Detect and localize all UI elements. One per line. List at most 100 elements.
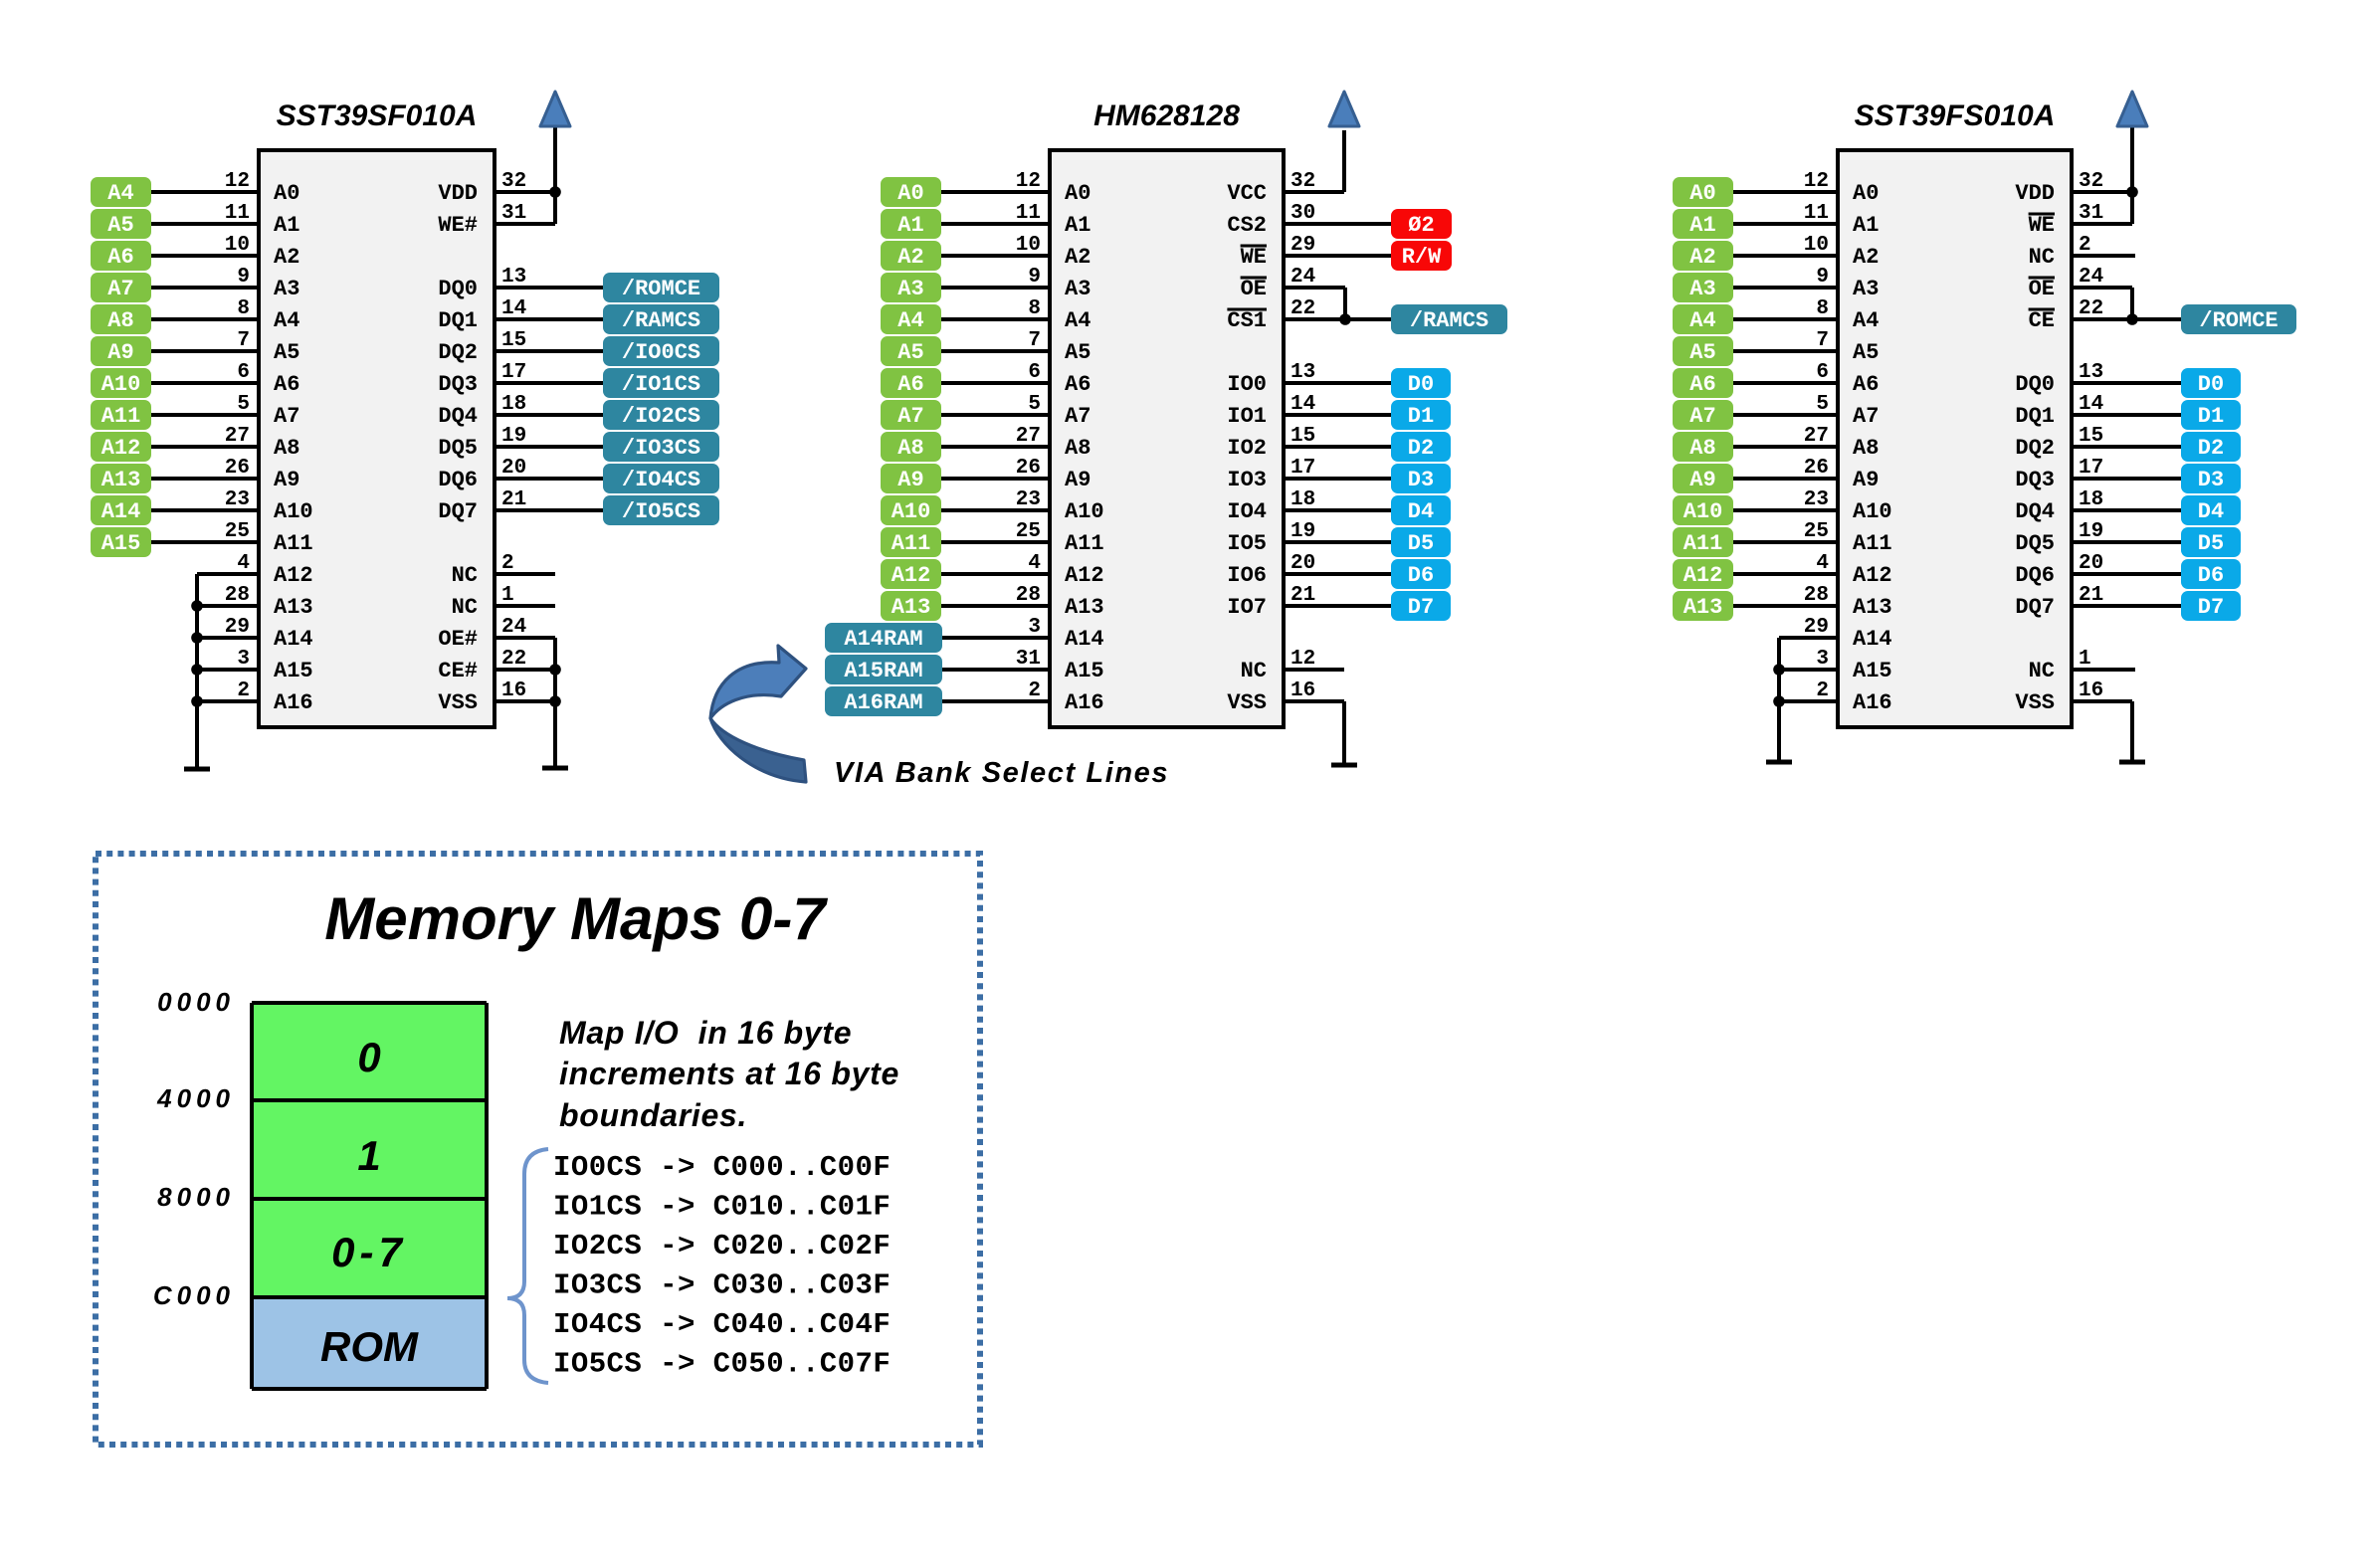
svg-text:24: 24 [2079,266,2103,289]
svg-text:A11: A11 [1853,531,1892,556]
svg-text:C000: C000 [153,1280,235,1310]
svg-text:A12: A12 [101,436,141,461]
svg-text:IO2CS -> C020..C02F: IO2CS -> C020..C02F [553,1230,891,1262]
svg-text:4000: 4000 [156,1083,235,1113]
svg-text:A13: A13 [1684,595,1723,620]
svg-text:8: 8 [1028,297,1041,320]
svg-text:A6: A6 [1689,372,1715,397]
svg-text:A3: A3 [897,277,923,301]
svg-text:10: 10 [1804,234,1829,257]
svg-text:A1: A1 [1065,213,1091,238]
svg-text:/RAMCS: /RAMCS [622,308,700,333]
svg-text:3: 3 [1816,648,1829,671]
svg-text:21: 21 [1290,584,1315,607]
svg-text:boundaries.: boundaries. [559,1097,747,1133]
svg-text:14: 14 [501,297,526,320]
svg-text:increments at 16 byte: increments at 16 byte [559,1056,899,1091]
svg-text:VSS: VSS [438,690,478,715]
svg-text:23: 23 [225,488,250,511]
svg-text:A4: A4 [274,308,299,333]
svg-text:17: 17 [501,361,526,384]
svg-text:A15RAM: A15RAM [844,659,922,683]
svg-text:R/W: R/W [1402,245,1442,270]
svg-text:A1: A1 [1853,213,1879,238]
svg-text:A9: A9 [107,340,133,365]
svg-text:WE#: WE# [438,213,478,238]
svg-text:A7: A7 [1689,404,1715,429]
svg-text:A7: A7 [107,277,133,301]
svg-text:15: 15 [2079,425,2103,448]
svg-text:VDD: VDD [2015,181,2055,206]
svg-text:13: 13 [1290,361,1315,384]
svg-text:A16: A16 [1853,690,1892,715]
svg-text:DQ0: DQ0 [438,277,478,301]
svg-text:A14: A14 [1065,627,1104,652]
svg-text:D7: D7 [1408,595,1434,620]
svg-text:A5: A5 [897,340,923,365]
svg-text:7: 7 [237,329,250,352]
svg-text:20: 20 [501,457,526,480]
svg-text:18: 18 [2079,488,2103,511]
svg-text:IO1CS -> C010..C01F: IO1CS -> C010..C01F [553,1191,891,1224]
svg-text:31: 31 [501,202,526,225]
svg-text:A2: A2 [1065,245,1091,270]
svg-text:D2: D2 [1408,436,1434,461]
svg-text:18: 18 [501,393,526,416]
svg-text:CE: CE [2029,308,2055,333]
svg-text:A16RAM: A16RAM [844,690,922,715]
svg-text:17: 17 [1290,457,1315,480]
svg-text:19: 19 [1290,520,1315,543]
svg-text:10: 10 [1016,234,1041,257]
svg-text:D1: D1 [2198,404,2224,429]
svg-text:A6: A6 [107,245,133,270]
svg-text:19: 19 [501,425,526,448]
svg-text:12: 12 [1290,648,1315,671]
svg-text:A9: A9 [1689,468,1715,492]
svg-text:A13: A13 [892,595,931,620]
svg-text:A1: A1 [897,213,923,238]
svg-text:26: 26 [1804,457,1829,480]
svg-text:A14: A14 [101,499,141,524]
svg-text:31: 31 [1016,648,1041,671]
svg-text:19: 19 [2079,520,2103,543]
svg-text:A0: A0 [1689,181,1715,206]
svg-text:2: 2 [1028,679,1041,702]
svg-text:32: 32 [2079,170,2103,193]
svg-text:A3: A3 [1689,277,1715,301]
svg-text:22: 22 [501,648,526,671]
svg-text:/IO1CS: /IO1CS [622,372,700,397]
svg-text:A3: A3 [1853,277,1879,301]
svg-text:29: 29 [1290,234,1315,257]
svg-text:24: 24 [1290,266,1315,289]
svg-text:/IO3CS: /IO3CS [622,436,700,461]
svg-text:A0: A0 [274,181,299,206]
svg-text:29: 29 [225,616,250,639]
svg-text:11: 11 [1804,202,1829,225]
svg-text:24: 24 [501,616,526,639]
svg-text:A8: A8 [1065,436,1091,461]
svg-text:15: 15 [501,329,526,352]
svg-text:23: 23 [1804,488,1829,511]
svg-text:A0: A0 [1065,181,1091,206]
svg-text:A14: A14 [1853,627,1892,652]
svg-text:11: 11 [225,202,250,225]
svg-text:DQ5: DQ5 [2015,531,2055,556]
svg-text:4: 4 [1816,552,1829,575]
svg-text:27: 27 [1804,425,1829,448]
svg-text:A4: A4 [107,181,133,206]
svg-text:A13: A13 [274,595,313,620]
svg-text:A10: A10 [892,499,931,524]
svg-text:25: 25 [1804,520,1829,543]
svg-text:A8: A8 [1853,436,1879,461]
svg-text:A11: A11 [1065,531,1104,556]
svg-text:SST39SF010A: SST39SF010A [277,99,478,132]
svg-text:A5: A5 [1853,340,1879,365]
svg-text:/IO2CS: /IO2CS [622,404,700,429]
svg-text:CE#: CE# [438,659,478,683]
svg-text:D2: D2 [2198,436,2224,461]
svg-text:/ROMCE: /ROMCE [622,277,700,301]
svg-text:A0: A0 [897,181,923,206]
svg-text:A15: A15 [101,531,141,556]
svg-text:A6: A6 [897,372,923,397]
svg-text:NC: NC [452,595,478,620]
